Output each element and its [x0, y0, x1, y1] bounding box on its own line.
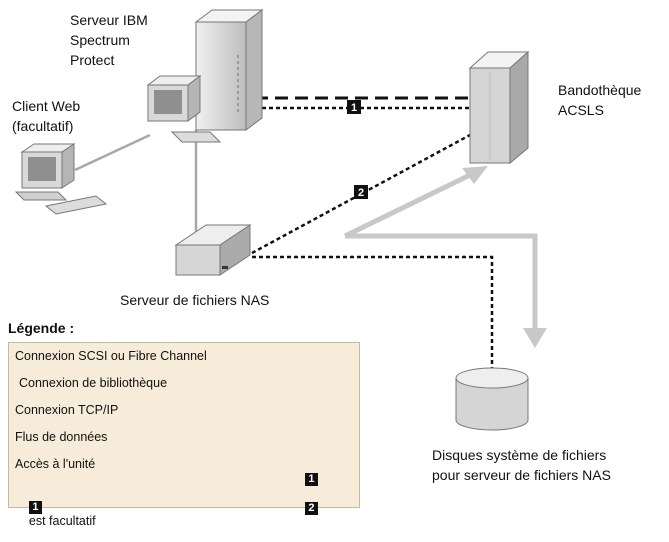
legend-row-library: Connexion de bibliothèque: [19, 376, 168, 390]
legend-drive-access-badges: 1 2: [291, 457, 318, 529]
legend-badge-1: 1: [304, 473, 318, 486]
svg-text:1: 1: [351, 102, 357, 114]
server-monitor: [146, 75, 222, 143]
svg-text:2: 2: [358, 187, 364, 199]
legend-box: Connexion SCSI ou Fibre Channel Connexio…: [8, 342, 360, 528]
drive-access-badge-2: 2: [354, 185, 368, 199]
legend-row-scsi: Connexion SCSI ou Fibre Channel: [15, 349, 207, 363]
disk-storage: [455, 367, 529, 431]
data-flow-arrowhead-disks: [523, 328, 547, 348]
scsi-nas-library: [251, 133, 471, 255]
client-workstation: [14, 143, 108, 215]
legend-row-dataflow: Flus de données: [15, 430, 108, 444]
disks-label: Disques système de fichiers pour serveur…: [432, 447, 611, 483]
nas-server: [174, 224, 252, 276]
legend-row-optional: 1 est facultatif: [15, 485, 96, 542]
legend-row-tcpip: Connexion TCP/IP: [15, 403, 119, 417]
legend-badge-2: 2: [304, 502, 318, 515]
legend-optional-badge: 1: [28, 501, 42, 514]
scsi-nas-disks: [252, 255, 494, 370]
data-flow-to-library: [343, 172, 472, 239]
server-label: Serveur IBM Spectrum Protect: [70, 12, 148, 68]
scsi-fc-connections: [251, 106, 494, 370]
data-flow-paths: [343, 172, 538, 330]
server-tower: [194, 9, 264, 131]
tcpip-connections: [74, 130, 198, 235]
legend-optional-text: est facultatif: [28, 514, 96, 528]
client-label: Client Web (facultatif): [12, 98, 81, 134]
network-diagram: 1 2: [14, 9, 547, 444]
legend-row-drive-access: Accès à l'unité: [15, 457, 96, 471]
nas-label: Serveur de fichiers NAS: [120, 292, 270, 308]
data-flow-arrowhead-library: [462, 166, 488, 184]
data-flow-to-disks: [345, 233, 538, 330]
library-label: Bandothèque ACSLS: [558, 82, 642, 118]
legend-title: Légende :: [8, 320, 75, 336]
tcpip-client-server: [74, 133, 151, 172]
library-cabinet: [468, 50, 530, 165]
drive-access-badge-1: 1: [347, 100, 361, 114]
